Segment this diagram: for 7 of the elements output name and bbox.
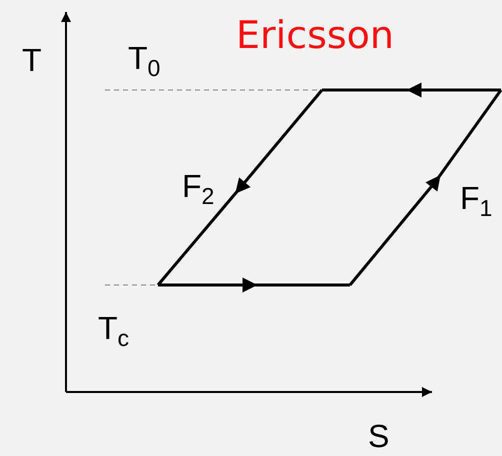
temperature-label: T$_{0}$ (128, 42, 160, 74)
process-label: F$_{1}$ (460, 182, 492, 214)
temperature-label: T$_{c}$ (98, 312, 130, 344)
axis-label: T (22, 44, 42, 76)
axis-label: S (368, 420, 390, 452)
title: Ericsson (236, 16, 394, 54)
process-label: F$_{2}$ (182, 170, 214, 202)
